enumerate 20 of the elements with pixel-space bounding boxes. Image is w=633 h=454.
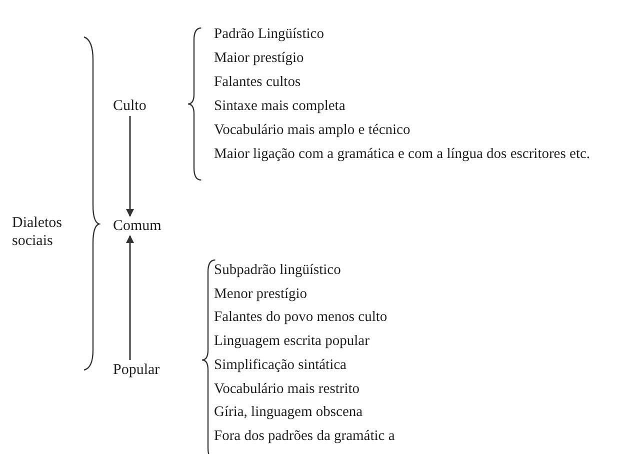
category-label: Culto bbox=[113, 97, 173, 115]
list-item: Vocabulário mais restrito bbox=[214, 380, 360, 398]
list-item: Maior ligação com a gramática e com a língua dos escritores etc. bbox=[214, 146, 590, 163]
category-label: Dialetos sociais bbox=[12, 214, 72, 250]
list-item: Vocabulário mais amplo e técnico bbox=[214, 122, 410, 139]
category-label: Comum bbox=[113, 217, 173, 235]
arrow bbox=[126, 116, 134, 217]
category-label: Popular bbox=[113, 361, 173, 379]
list-item: Linguagem escrita popular bbox=[214, 333, 370, 350]
list-item: Sintaxe mais completa bbox=[214, 98, 346, 115]
list-item: Falantes cultos bbox=[214, 74, 301, 91]
list-item: Maior prestígio bbox=[214, 50, 304, 67]
list-item: Falantes do povo menos culto bbox=[214, 309, 388, 326]
list-item: Fora dos padrões da gramátic a bbox=[214, 428, 395, 445]
arrow bbox=[126, 235, 134, 360]
list-item: Menor prestígio bbox=[214, 286, 308, 303]
list-item: Subpadrão lingüístico bbox=[214, 262, 341, 279]
list-item: Gíria, linguagem obscena bbox=[214, 404, 363, 422]
list-item: Simplificação sintática bbox=[214, 356, 346, 374]
list-item: Padrão Lingüístico bbox=[214, 26, 324, 43]
